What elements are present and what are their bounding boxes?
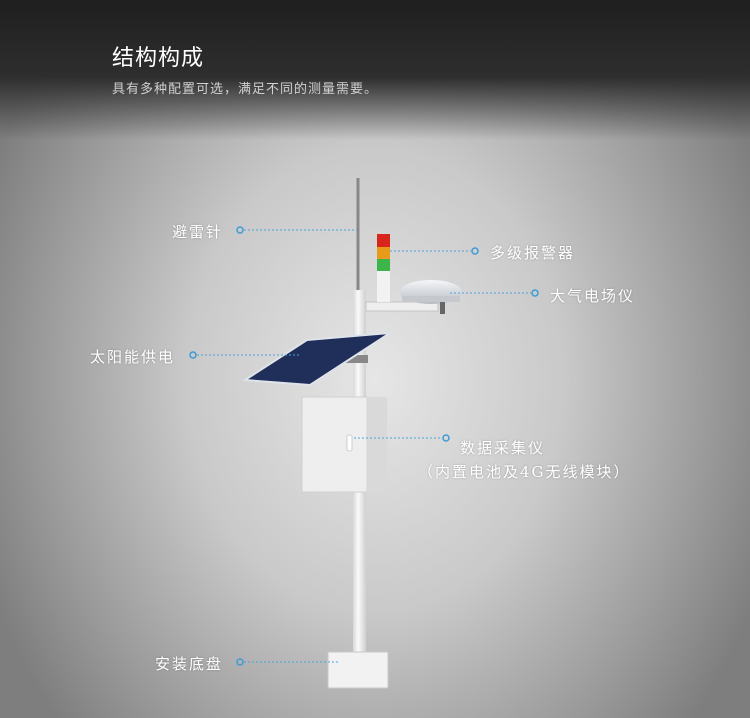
page-subtitle: 具有多种配置可选，满足不同的测量需要。 xyxy=(112,82,379,97)
callout-dot xyxy=(442,434,450,442)
callout-dot xyxy=(236,658,244,666)
label-lightning-rod: 避雷针 xyxy=(172,223,224,241)
alarm-light xyxy=(377,234,390,302)
label-data-logger-note: （内置电池及4G无线模块） xyxy=(418,463,631,481)
page-title: 结构构成 xyxy=(112,46,205,71)
callout-lines xyxy=(197,229,531,663)
electric-field-meter xyxy=(400,280,462,314)
label-field-meter: 大气电场仪 xyxy=(550,287,636,305)
panel-bracket xyxy=(340,355,368,363)
header-band xyxy=(0,0,750,140)
label-data-logger: 数据采集仪 xyxy=(460,439,546,457)
data-logger-box xyxy=(301,396,387,493)
base-plate xyxy=(327,651,389,689)
callout-dot xyxy=(236,226,244,234)
label-solar: 太阳能供电 xyxy=(90,348,176,366)
callout-dot xyxy=(531,289,539,297)
label-base: 安装底盘 xyxy=(155,655,224,673)
callout-dot xyxy=(189,351,197,359)
label-alarm: 多级报警器 xyxy=(490,244,576,262)
solar-panel xyxy=(241,332,391,387)
callout-dot xyxy=(471,247,479,255)
